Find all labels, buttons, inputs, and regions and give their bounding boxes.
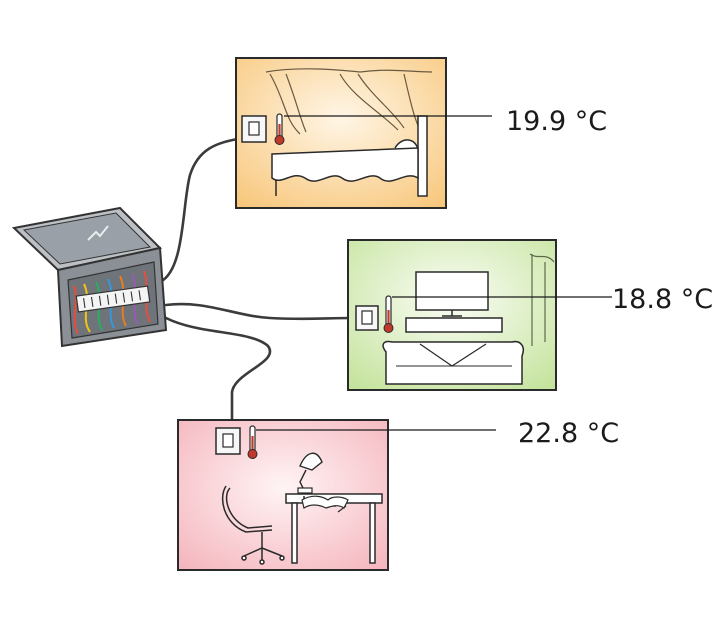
cable-study (164, 316, 272, 424)
book-icon (301, 495, 349, 513)
cable-living-room (164, 302, 354, 321)
thermometer-icon (274, 113, 285, 145)
window-icon (529, 253, 555, 346)
curtain-icon (265, 68, 433, 135)
breaker-panel-icon (11, 206, 168, 348)
lamp-icon (297, 452, 323, 494)
room-living-room (347, 239, 612, 391)
cables (158, 136, 354, 424)
temperature-label-study: 22.8 °C (518, 418, 619, 449)
thermostat-icon (215, 427, 241, 455)
chair-icon (221, 485, 285, 565)
bed-icon (271, 115, 428, 197)
thermostat-icon (241, 115, 267, 143)
temperature-label-bedroom: 19.9 °C (506, 106, 607, 137)
sofa-icon (382, 340, 524, 385)
temperature-label-living-room: 18.8 °C (612, 284, 713, 315)
cable-bedroom (158, 136, 246, 284)
thermometer-icon (383, 295, 394, 333)
tv-stand (405, 317, 503, 333)
thermometer-icon (247, 425, 258, 459)
tv-icon (415, 271, 489, 317)
room-study (177, 419, 496, 571)
thermostat-icon (355, 305, 379, 331)
room-bedroom (235, 57, 492, 209)
